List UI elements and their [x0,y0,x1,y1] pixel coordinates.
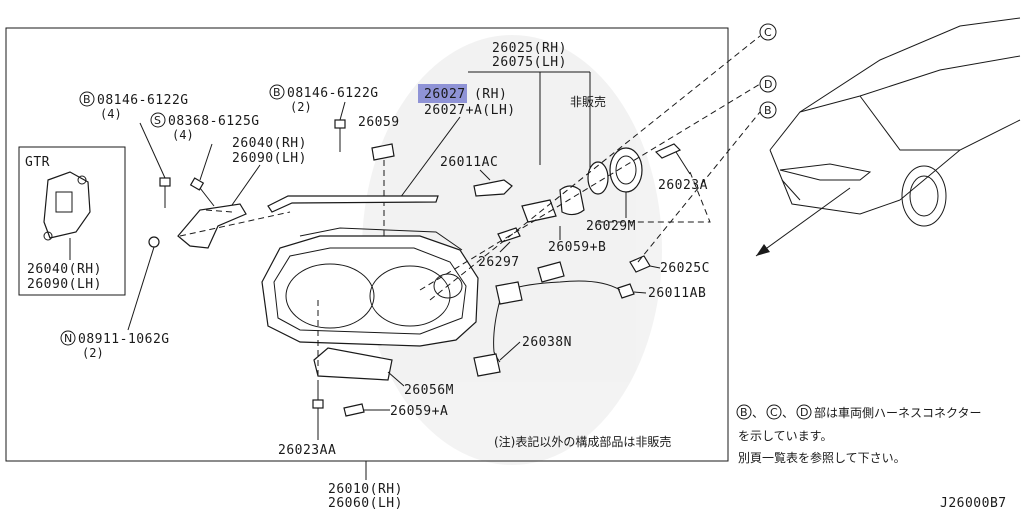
label-26090: 26090(LH) [232,151,307,166]
harness-connector-b [473,353,501,377]
label-08368: 08368-6125G [168,114,260,129]
marker-n: N [64,332,72,345]
note-line-3: 別頁一覧表を参照して下さい。 [738,450,906,465]
note-line-2: を示しています。 [738,429,832,443]
sticker-26059 [371,143,395,161]
screw-26023a [654,143,682,159]
headlamp-assembly [261,227,479,347]
qty-08146-a: (4) [100,107,122,121]
marker-d-circle [759,75,777,93]
marker-b-b: B [273,86,281,99]
route-b [637,111,761,263]
label-26027: 26027 (RH) [424,87,507,102]
label-26059a: 26059+A [390,404,448,419]
label-26023a: 26023A [658,178,708,193]
note-marker-c: C [770,406,778,419]
bolt-08146-a-callout: B 08146-6122G (4) [79,91,189,179]
note-marker-d: D [800,406,808,419]
note-sep-2: 、 [782,406,794,420]
marker-d: D [764,78,772,91]
nut-icon [148,236,160,248]
label-08911: 08911-1062G [78,332,170,347]
lower-bracket-26056m [313,347,393,381]
mount-bracket [177,203,247,249]
bolt-08146-b-callout: B 08146-6122G (2) [269,84,379,121]
label-26060: 26060(LH) [328,496,403,510]
label-26059b: 26059+B [548,240,606,255]
connector-plug [537,261,565,283]
note-line-1: 部は車両側ハーネスコネクター [814,405,982,420]
marker-s: S [154,114,161,127]
bulb-26297 [497,227,521,243]
label-26025: 26025(RH) [492,41,567,56]
label-not-sold: 非販売 [570,94,606,109]
label-26297: 26297 [478,255,520,270]
label-08146-b: 08146-6122G [287,86,379,101]
bolt-08368-callout: S 08368-6125G (4) [150,112,260,181]
bulb-26011ac [473,179,513,197]
qty-08146-b: (2) [290,100,312,114]
label-26011ab: 26011AB [648,286,706,301]
label-26040: 26040(RH) [232,136,307,151]
main-frame [5,27,729,462]
label-26059: 26059 [358,115,400,130]
socket-26011ab [617,283,635,299]
label-26023aa: 26023AA [278,443,336,458]
label-26075: 26075(LH) [492,55,567,70]
label-26011ac: 26011AC [440,155,498,170]
label-26010: 26010(RH) [328,482,403,497]
gtr-label-26040: 26040(RH) [27,262,102,277]
gtr-title: GTR [25,155,50,170]
trim-strip [267,195,439,213]
marker-c: C [764,26,772,39]
route-c [429,35,761,301]
connector-note: B 、 C 、 D 部は車両側ハーネスコネクター を示しています。 別頁一覧表を… [736,404,982,465]
gtr-bracket-part [43,171,91,241]
note-sep-1: 、 [752,406,764,420]
marker-b-a: B [83,93,91,106]
highlight-26027 [418,84,467,103]
harness-connector-a [495,281,523,305]
label-08146-a: 08146-6122G [97,93,189,108]
sticker-26059a [343,403,365,417]
note-marker-b: B [740,406,748,419]
marker-b: B [764,104,772,117]
gtr-inset-box [18,146,126,296]
label-26025c: 26025C [660,261,710,276]
qty-08911: (2) [82,346,104,360]
note-not-sold: (注)表記以外の構成部品は非販売 [494,434,671,449]
label-26056m: 26056M [404,383,454,398]
route-d [419,83,761,291]
car-illustration [755,17,1021,257]
label-26027a: 26027+A(LH) [424,103,516,118]
marker-c-circle [759,23,777,41]
marker-b-circle [759,101,777,119]
label-26038n: 26038N [522,335,572,350]
qty-08368: (4) [172,128,194,142]
diagram-id: J26000B7 [940,496,1007,510]
gtr-label-26090: 26090(LH) [27,277,102,292]
label-26029m: 26029M [586,219,636,234]
